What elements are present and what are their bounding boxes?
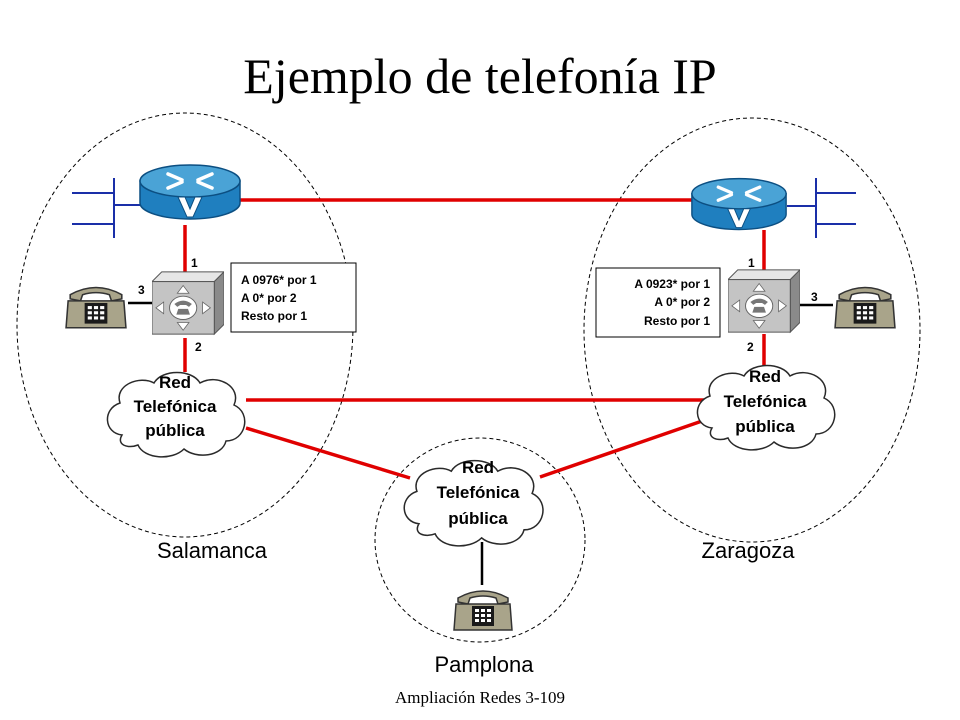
svg-text:A 0* por 2: A 0* por 2 <box>241 291 297 305</box>
svg-text:Red: Red <box>462 458 494 477</box>
telephone-icon[interactable] <box>65 286 127 329</box>
city-label-salamanca: Salamanca <box>157 538 268 563</box>
city-label-zaragoza: Zaragoza <box>702 538 796 563</box>
svg-text:Resto por 1: Resto por 1 <box>644 314 710 328</box>
slide-footer: Ampliación Redes 3-109 <box>395 688 565 707</box>
link-pstn-zaragoza-pamplona <box>539 418 706 479</box>
voice-gateway-icon[interactable] <box>728 269 800 333</box>
svg-text:A 0* por 2: A 0* por 2 <box>654 295 710 309</box>
svg-text:A 0976* por 1: A 0976* por 1 <box>241 273 317 287</box>
region-pamplona <box>374 437 586 643</box>
port-label-3-right: 3 <box>811 290 818 304</box>
port-label-3-left: 3 <box>138 283 145 297</box>
routing-table-salamanca: A 0976* por 1 A 0* por 2 Resto por 1 <box>230 262 357 333</box>
voice-router-icon[interactable] <box>690 176 788 232</box>
city-label-pamplona: Pamplona <box>434 652 534 677</box>
port-label-2-right: 2 <box>747 340 754 354</box>
region-zaragoza <box>583 117 921 543</box>
cloud-label-pamplona: Red Telefónica pública <box>437 458 520 528</box>
voice-router-icon[interactable] <box>138 163 242 221</box>
port-label-1-left: 1 <box>191 256 198 270</box>
svg-text:pública: pública <box>145 421 205 440</box>
svg-text:Red: Red <box>749 367 781 386</box>
cloud-label-salamanca: Red Telefónica pública <box>134 373 217 440</box>
page-title: Ejemplo de telefonía IP <box>243 48 716 104</box>
telephone-icon[interactable] <box>453 590 513 631</box>
svg-text:pública: pública <box>735 417 795 436</box>
svg-text:A 0923* por 1: A 0923* por 1 <box>634 277 710 291</box>
svg-text:pública: pública <box>448 509 508 528</box>
cloud-label-zaragoza: Red Telefónica pública <box>724 367 807 436</box>
link-pstn-salamanca-pamplona <box>245 426 411 480</box>
svg-text:Telefónica: Telefónica <box>724 392 807 411</box>
svg-text:Telefónica: Telefónica <box>437 483 520 502</box>
svg-text:Telefónica: Telefónica <box>134 397 217 416</box>
port-label-2-left: 2 <box>195 340 202 354</box>
svg-text:Red: Red <box>159 373 191 392</box>
routing-table-zaragoza: A 0923* por 1 A 0* por 2 Resto por 1 <box>595 267 721 338</box>
svg-text:Resto por 1: Resto por 1 <box>241 309 307 323</box>
telephone-icon[interactable] <box>834 286 896 329</box>
voice-gateway-icon[interactable] <box>152 271 224 335</box>
port-label-1-right: 1 <box>748 256 755 270</box>
